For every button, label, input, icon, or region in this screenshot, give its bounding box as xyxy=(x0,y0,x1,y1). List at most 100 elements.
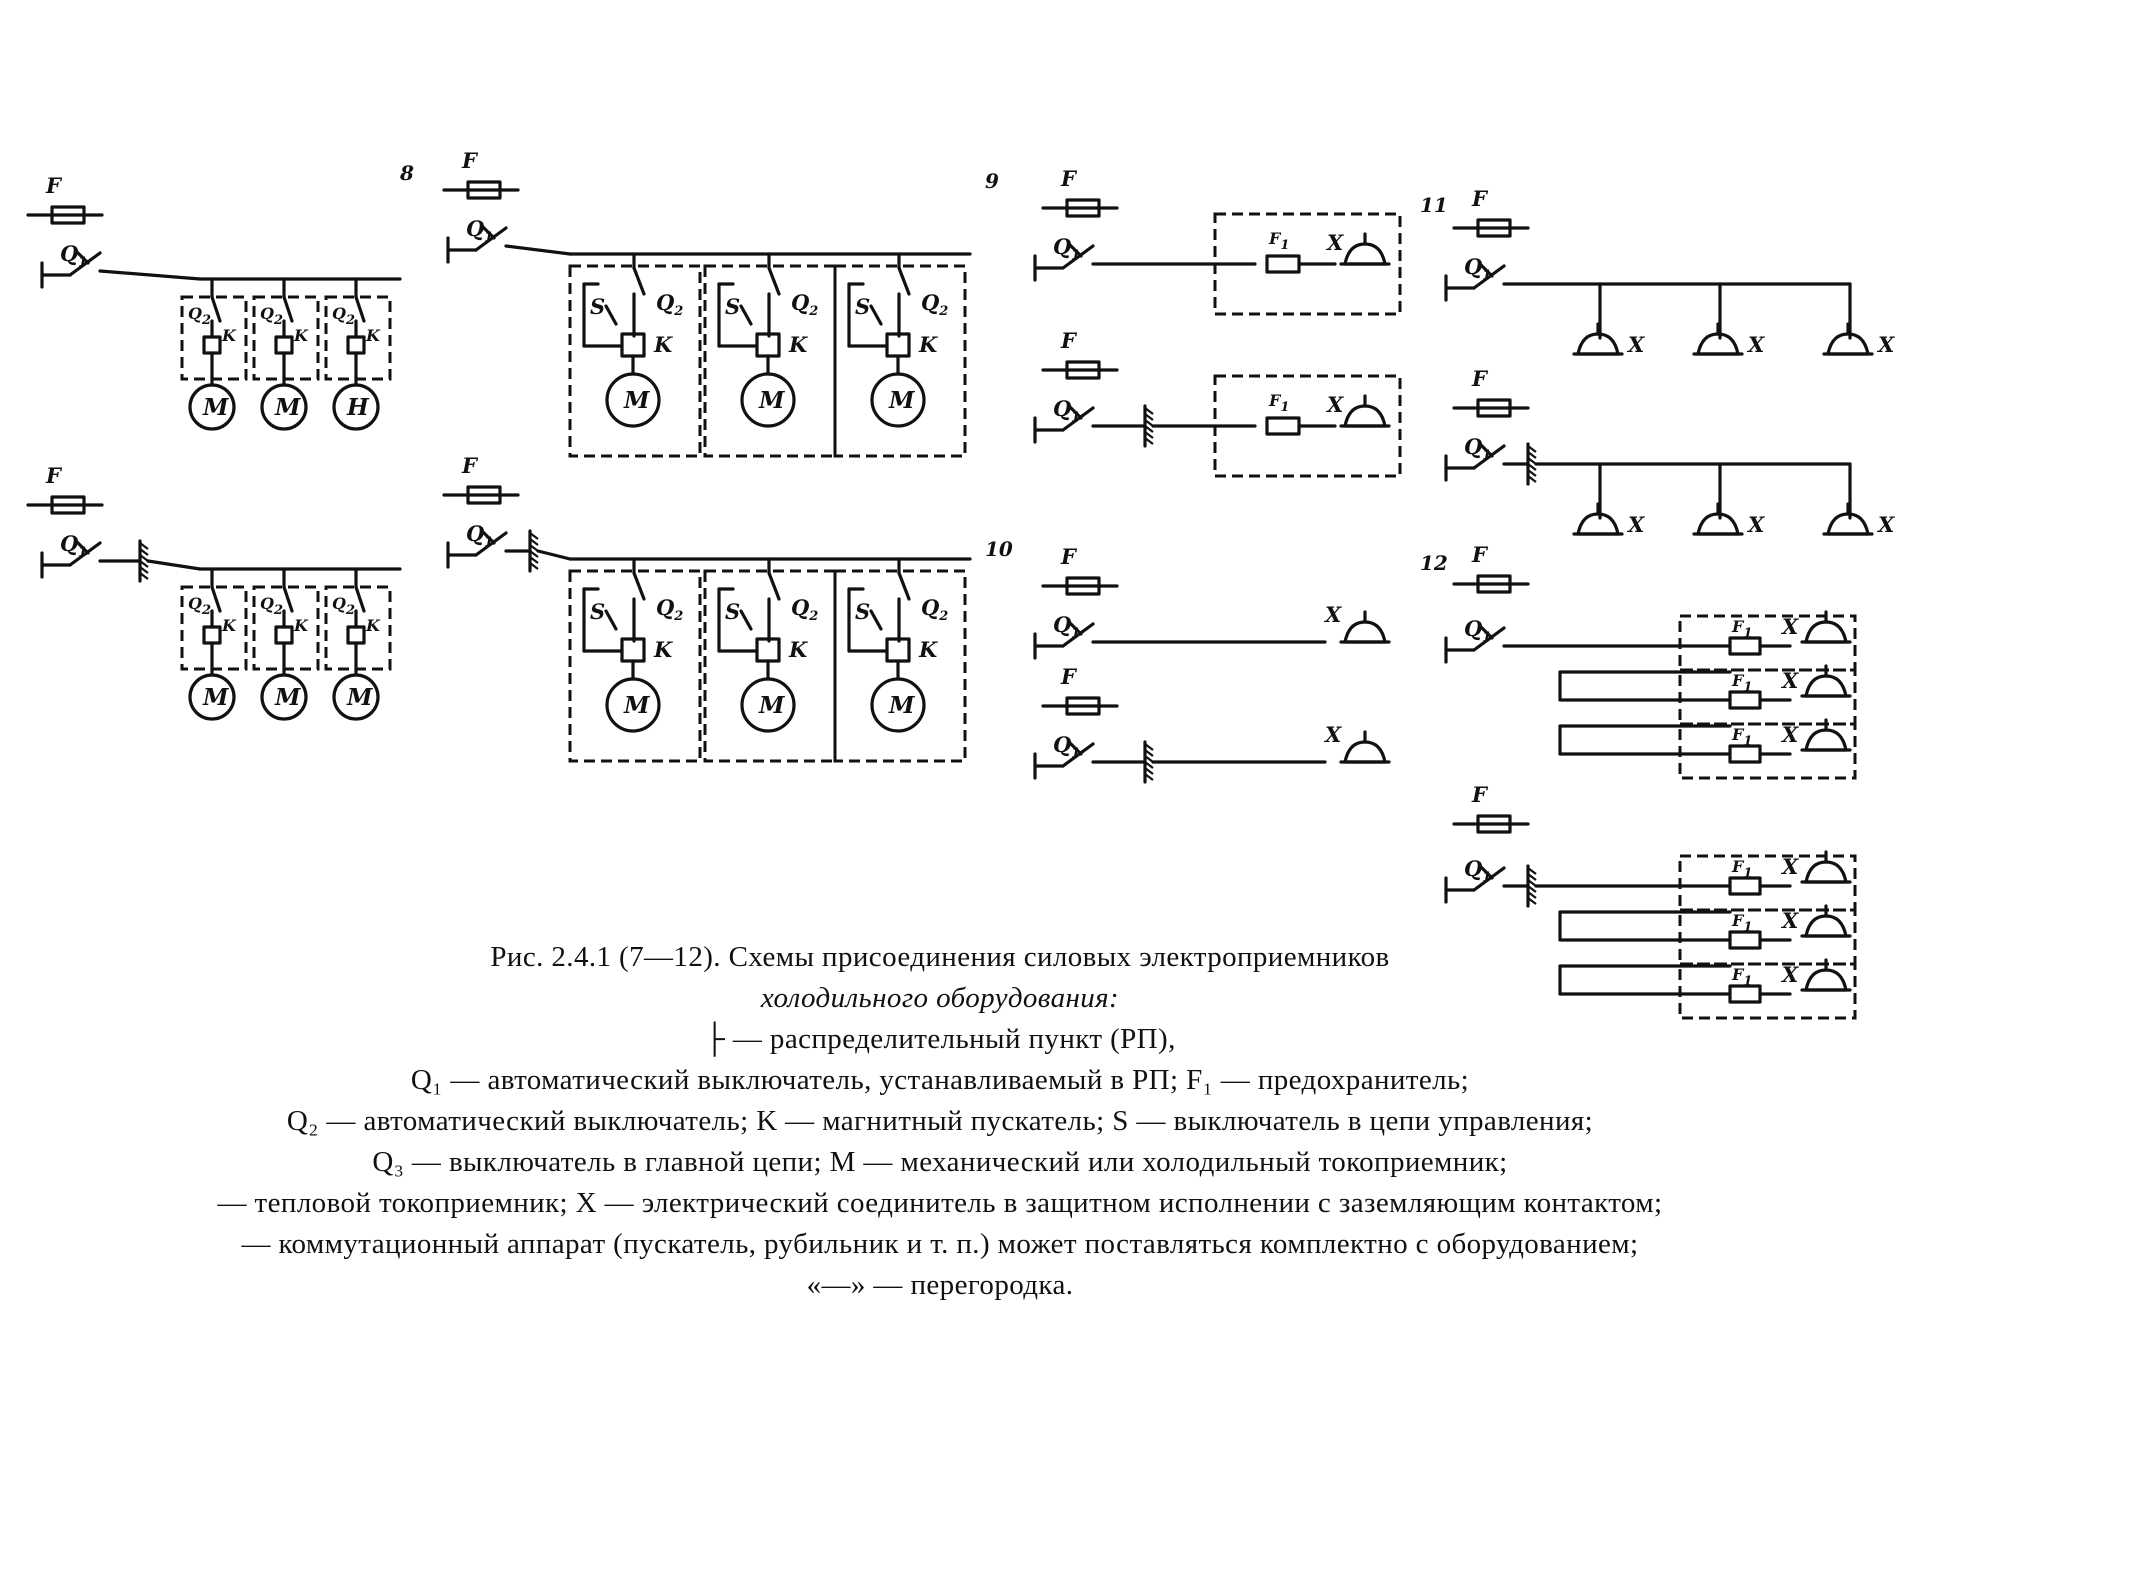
breaker-q1-blade xyxy=(1061,406,1095,432)
motor-label: M xyxy=(623,692,651,719)
partition-hatch xyxy=(1527,879,1537,887)
partition-hatch xyxy=(1144,425,1154,433)
partition-hatch xyxy=(1527,891,1537,899)
motor-symbol xyxy=(260,673,308,721)
control-switch-blade xyxy=(869,609,883,631)
partition-hatch xyxy=(529,544,539,552)
fuse-label: F xyxy=(45,173,63,198)
diagram-number: 8 xyxy=(399,161,414,185)
breaker-q1-mark xyxy=(1478,442,1494,458)
partition-hatch xyxy=(1527,457,1537,465)
control-switch-blade xyxy=(739,609,753,631)
fuse-label: F xyxy=(1060,544,1078,569)
starter-k-symbol xyxy=(620,637,646,663)
breaker-q1-blade xyxy=(68,541,102,567)
fuse-label: F xyxy=(1471,782,1489,807)
motor-symbol xyxy=(870,372,926,428)
starter-unit-enclosure xyxy=(324,585,392,671)
socket-connector-symbol xyxy=(1576,512,1620,536)
breaker-q2-label: Q2 xyxy=(791,290,818,319)
fuse-label: F xyxy=(1060,328,1078,353)
motor-label: M xyxy=(202,684,230,711)
breaker-q2-label: Q2 xyxy=(921,595,948,624)
partition-hatch xyxy=(1144,407,1154,415)
feeder-line xyxy=(98,269,202,281)
starter-unit-enclosure xyxy=(252,295,320,381)
socket-connector-symbol xyxy=(1696,512,1740,536)
breaker-q1-mark xyxy=(1478,864,1494,880)
diagram-number: 10 xyxy=(985,537,1013,561)
partition-hatch xyxy=(1527,885,1537,893)
motor-symbol xyxy=(870,677,926,733)
motor-label: M xyxy=(346,684,374,711)
partition-hatch xyxy=(529,556,539,564)
heater-symbol xyxy=(332,383,380,431)
partition-hatch xyxy=(1527,873,1537,881)
motor-symbol xyxy=(740,372,796,428)
legend-line-x: — тепловой токоприемник; X — электрическ… xyxy=(217,1187,1663,1219)
fuse-label: F xyxy=(1060,664,1078,689)
equipment-enclosure xyxy=(1678,722,1857,780)
partition-hatch xyxy=(1527,469,1537,477)
legend-line-switchgear: — коммутационный аппарат (пускатель, руб… xyxy=(241,1228,1639,1260)
fuse-symbol xyxy=(1065,576,1101,596)
starter-unit-enclosure xyxy=(252,585,320,671)
partition-hatch xyxy=(139,548,149,556)
starter-label: K xyxy=(653,332,673,357)
feeder-line xyxy=(146,559,202,571)
control-switch-label: S xyxy=(725,294,740,319)
socket-connector-symbol xyxy=(1826,332,1870,356)
fuse-f1-symbol xyxy=(1265,254,1301,274)
starter-label: K xyxy=(788,332,808,357)
starter-label: K xyxy=(221,616,237,635)
legend-line-q2: Q₂ — автоматический выключатель; K — маг… xyxy=(286,1105,1594,1137)
starter-label: K xyxy=(293,326,309,345)
partition-hatch xyxy=(1144,419,1154,427)
caption-subtitle: холодильного оборудования: xyxy=(760,982,1120,1014)
legend-line-q3: Q₃ — выключатель в главной цепи; M — мех… xyxy=(372,1146,1508,1178)
starter-label: K xyxy=(918,332,938,357)
fuse-symbol xyxy=(466,485,502,505)
partition-hatch xyxy=(1144,761,1154,769)
control-switch-label: S xyxy=(590,294,605,319)
diagram-number: 9 xyxy=(985,169,999,193)
connector-label: X xyxy=(1780,908,1799,933)
breaker-q1-blade xyxy=(1472,626,1506,652)
breaker-q1-mark xyxy=(1067,740,1083,756)
partition-hatch xyxy=(1527,475,1537,483)
motor-symbol xyxy=(188,383,236,431)
breaker-q2-blade xyxy=(354,295,366,323)
starter-label: K xyxy=(221,326,237,345)
breaker-q2-blade xyxy=(632,571,646,601)
connector-label: X xyxy=(1780,722,1799,747)
socket-connector-symbol xyxy=(1576,332,1620,356)
motor-symbol xyxy=(332,673,380,721)
partition-hatch xyxy=(1144,413,1154,421)
breaker-q2-blade xyxy=(354,585,366,613)
connector-label: X xyxy=(1876,512,1895,537)
motor-label: M xyxy=(274,684,302,711)
diagram-number: 12 xyxy=(1420,551,1448,575)
breaker-q2-label: Q2 xyxy=(188,304,211,328)
socket-connector-symbol xyxy=(1804,914,1848,938)
motor-label: M xyxy=(888,692,916,719)
feeder-line xyxy=(536,549,572,561)
socket-connector-symbol xyxy=(1804,620,1848,644)
diagram-number: 11 xyxy=(1420,193,1448,217)
loop-wire xyxy=(1558,910,1732,942)
socket-connector-symbol xyxy=(1696,332,1740,356)
breaker-q1-mark xyxy=(74,249,90,265)
starter-k-symbol xyxy=(202,335,222,355)
socket-connector-symbol xyxy=(1826,512,1870,536)
fuse-f1-symbol xyxy=(1265,416,1301,436)
connector-label: X xyxy=(1876,332,1895,357)
fuse-symbol xyxy=(50,205,86,225)
breaker-q2-blade xyxy=(897,266,911,296)
motor-label: M xyxy=(202,394,230,421)
loop-wire xyxy=(1558,670,1732,702)
